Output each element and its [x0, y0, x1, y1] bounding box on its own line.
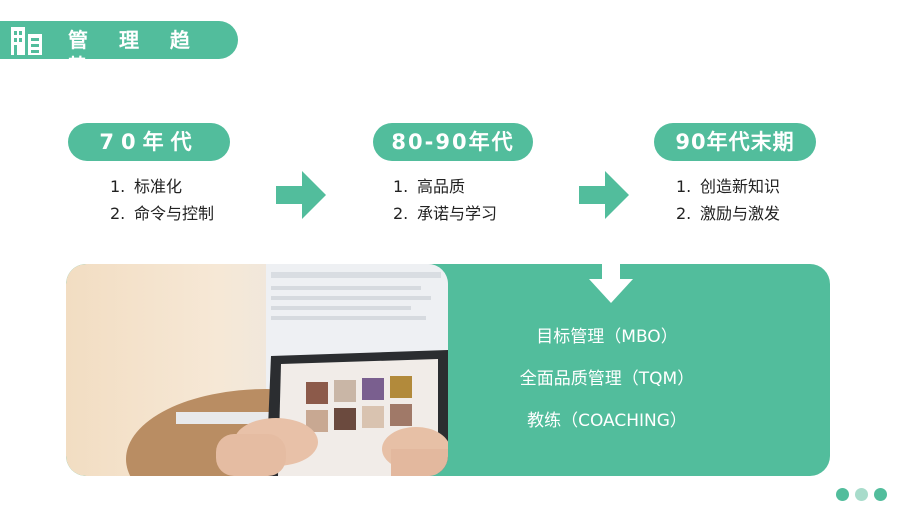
arrow-right-icon — [276, 171, 326, 219]
dot-3 — [874, 488, 887, 501]
methods-panel: 目标管理（MBO） 全面品质管理（TQM） 教练（COACHING） — [66, 264, 830, 476]
list-item: 1. 创造新知识 — [676, 173, 780, 200]
item-text: 承诺与学习 — [417, 204, 498, 223]
era-label-late-90s: 90年代末期 — [654, 123, 816, 161]
method-tqm: 全面品质管理（TQM） — [519, 369, 695, 389]
tablet-photo-illustration — [126, 264, 448, 476]
item-number: 1. — [110, 177, 126, 196]
item-text: 标准化 — [134, 177, 183, 196]
era-list-80s-90s: 1. 高品质 2. 承诺与学习 — [393, 173, 497, 227]
arrow-right-icon — [579, 171, 629, 219]
era-list-70s: 1. 标准化 2. 命令与控制 — [110, 173, 214, 227]
arrow-down-icon — [589, 263, 633, 303]
item-number: 2. — [393, 204, 409, 223]
item-number: 1. — [676, 177, 692, 196]
list-item: 1. 标准化 — [110, 173, 214, 200]
item-number: 2. — [110, 204, 126, 223]
section-header: 管 理 趋 势 — [0, 21, 238, 78]
item-text: 命令与控制 — [134, 204, 215, 223]
tablet-photo — [66, 264, 448, 476]
era-label-70s: 70年代 — [68, 123, 230, 161]
item-text: 高品质 — [417, 177, 466, 196]
list-item: 1. 高品质 — [393, 173, 497, 200]
item-number: 2. — [676, 204, 692, 223]
era-list-late-90s: 1. 创造新知识 2. 激励与激发 — [676, 173, 780, 227]
item-number: 1. — [393, 177, 409, 196]
dot-2 — [855, 488, 868, 501]
item-text: 激励与激发 — [700, 204, 781, 223]
list-item: 2. 命令与控制 — [110, 200, 214, 227]
page-dots — [836, 488, 887, 501]
method-coaching: 教练（COACHING） — [527, 411, 687, 431]
page-title: 管 理 趋 势 — [68, 28, 202, 78]
dot-1 — [836, 488, 849, 501]
list-item: 2. 激励与激发 — [676, 200, 780, 227]
building-icon — [11, 27, 42, 55]
method-mbo: 目标管理（MBO） — [536, 327, 678, 347]
item-text: 创造新知识 — [700, 177, 781, 196]
list-item: 2. 承诺与学习 — [393, 200, 497, 227]
methods-list: 目标管理（MBO） 全面品质管理（TQM） 教练（COACHING） — [448, 318, 766, 444]
era-label-80s-90s: 80-90年代 — [373, 123, 533, 161]
